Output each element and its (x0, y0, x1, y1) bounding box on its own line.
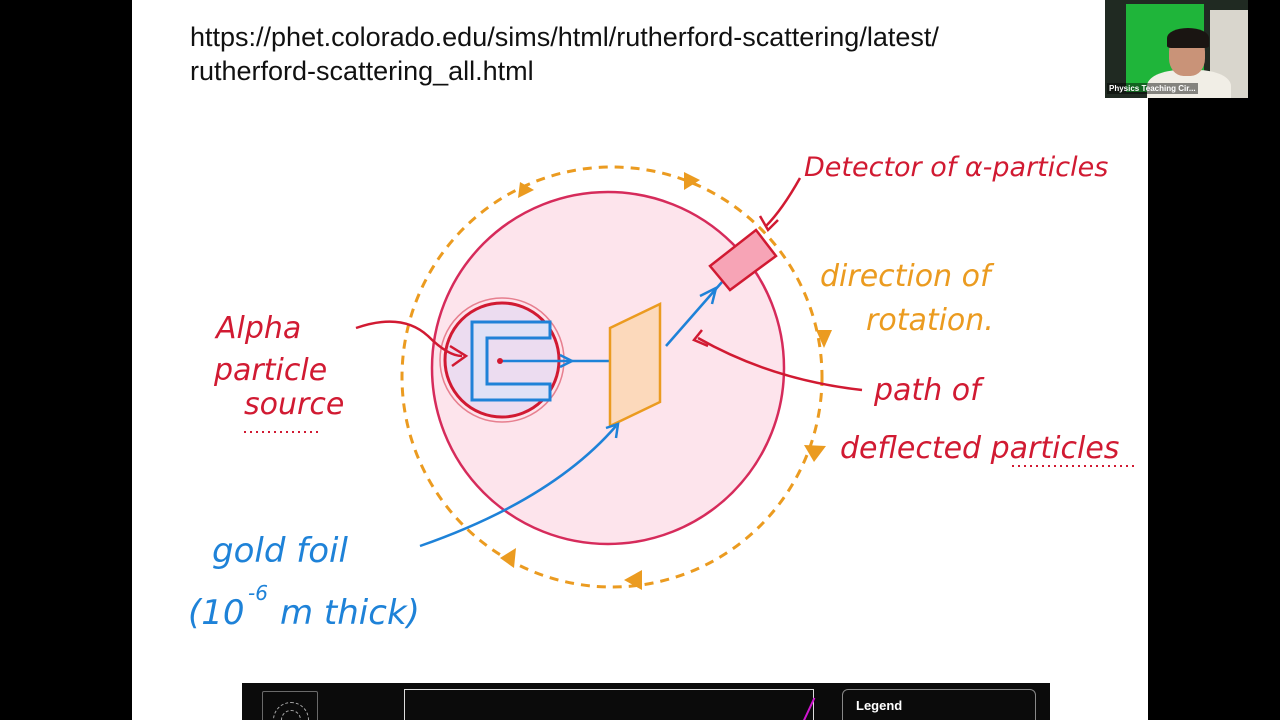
alpha-source-box (470, 320, 552, 402)
source-arrowhead-icon (449, 344, 469, 368)
sim-viewport (404, 689, 816, 720)
slide-url: https://phet.colorado.edu/sims/html/ruth… (190, 20, 939, 88)
participant-name: Physics Teaching Cir... (1107, 83, 1198, 94)
foil-label-exponent: -6 (248, 581, 268, 605)
webcam-thumbnail[interactable]: Physics Teaching Cir... (1105, 0, 1248, 98)
detector-label: Detector of α-particles (804, 152, 1108, 183)
source-label-line2: particle (213, 353, 327, 388)
path-label-line2: deflected particles (840, 431, 1119, 466)
url-line-2: rutherford-scattering_all.html (190, 56, 534, 86)
foil-arrowhead-icon (605, 422, 620, 439)
source-label-line1: Alpha (214, 311, 301, 346)
detector-pointer-arrow (765, 177, 802, 227)
foil-label-line1: gold foil (212, 531, 348, 571)
orbit-arrow-icon (816, 330, 832, 348)
slide: https://phet.colorado.edu/sims/html/ruth… (132, 0, 1148, 720)
gold-foil (608, 302, 662, 428)
url-line-1: https://phet.colorado.edu/sims/html/ruth… (190, 22, 939, 52)
alpha-detector (708, 228, 778, 292)
legend-panel: Legend (842, 689, 1036, 720)
source-pointer-arrow (355, 320, 463, 358)
orbit-arrow-icon (684, 172, 700, 190)
presenter-hair (1167, 28, 1209, 48)
source-label-line3: source (244, 387, 344, 422)
detector-arrowhead-icon (758, 215, 779, 233)
orbit-arrow-icon (500, 548, 516, 568)
orbit-arrow-icon (518, 182, 534, 198)
beam-arrow-icon (559, 353, 575, 369)
orbit-arrow-icon (624, 570, 642, 590)
particle-track (796, 697, 816, 720)
foil-label-line3: m thick) (280, 593, 420, 633)
nucleus-view-icon[interactable] (262, 691, 318, 720)
path-pointer-arrow (697, 336, 863, 392)
source-dot (497, 358, 503, 364)
foil-label-line2: (10 (188, 593, 245, 633)
legend-title: Legend (856, 698, 903, 713)
rotation-label-line1: direction of (820, 259, 995, 294)
scattering-chamber (430, 190, 786, 546)
phet-simulation-panel: Legend (242, 683, 1050, 720)
rotation-label-line2: rotation. (866, 303, 994, 338)
deflected-arrow-icon (699, 285, 718, 305)
foil-pointer-arrow (419, 425, 617, 548)
rutherford-diagram: Detector of α-particles direction of rot… (188, 152, 1134, 633)
rotation-orbit (400, 165, 824, 589)
path-arrowhead-icon (691, 329, 709, 348)
deflected-path (665, 281, 723, 347)
path-label-line1: path of (873, 373, 985, 408)
orbit-arrow-icon (804, 445, 826, 462)
